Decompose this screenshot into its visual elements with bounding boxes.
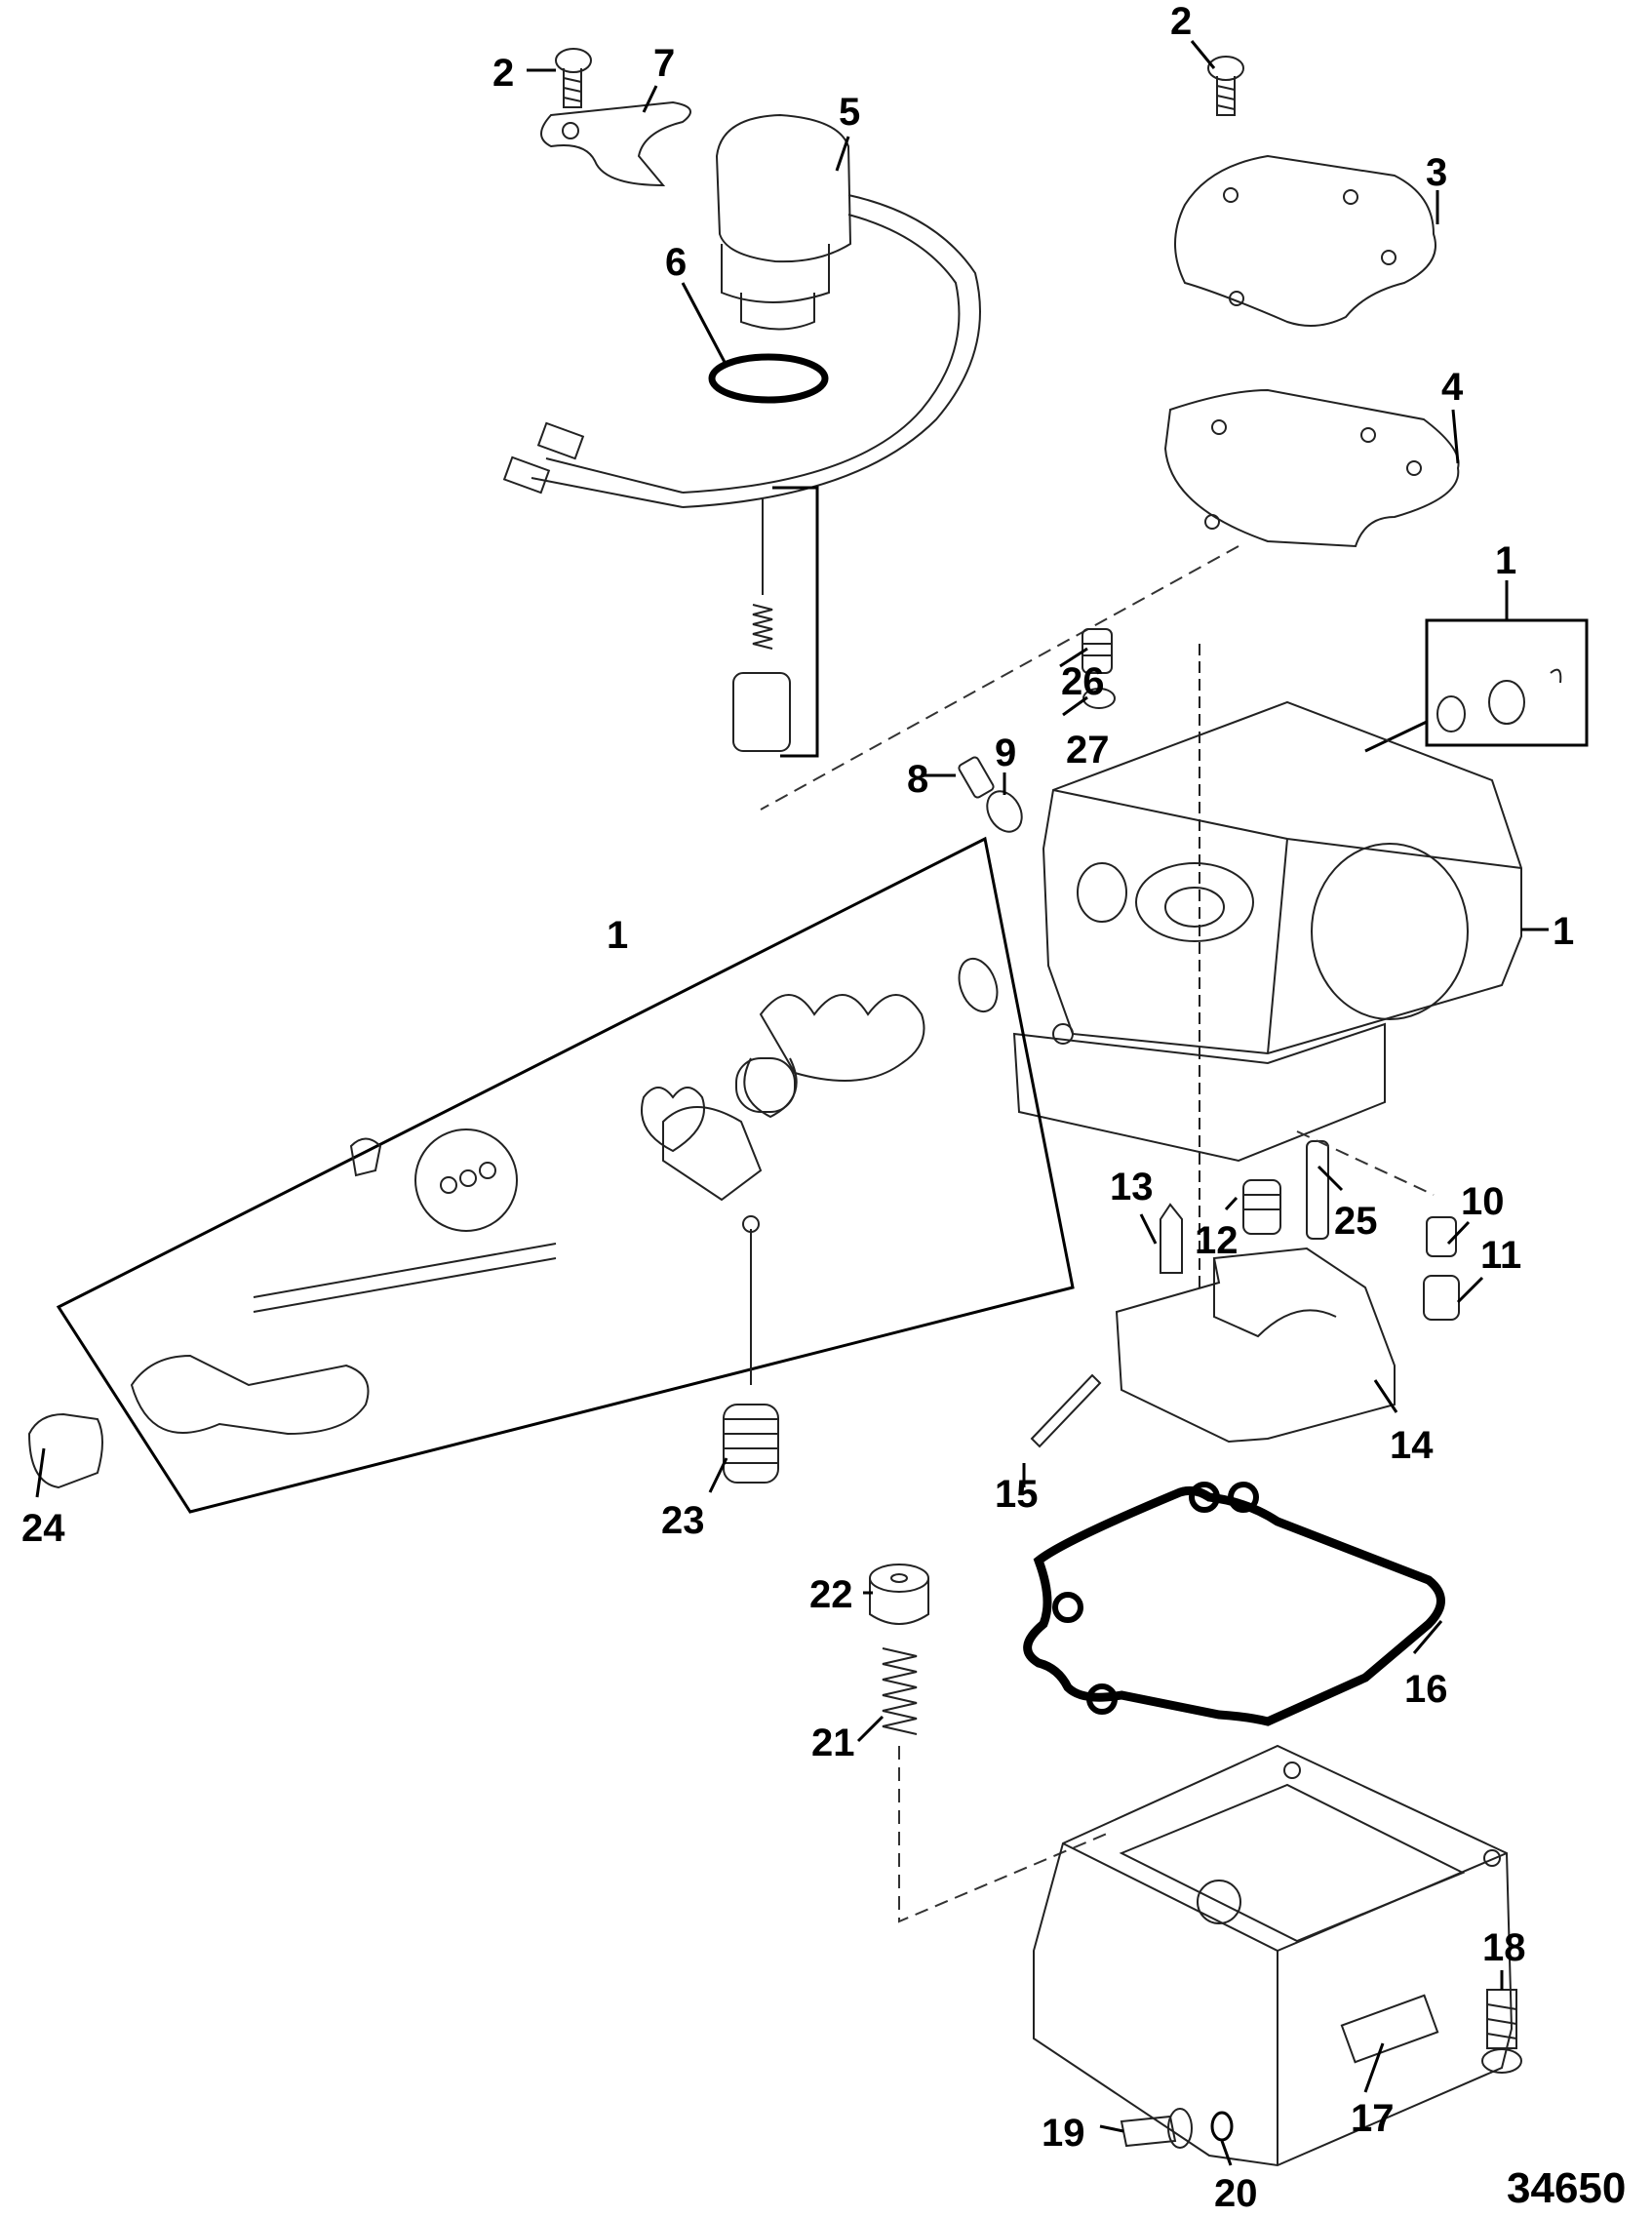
callout-1: 1 (607, 914, 628, 957)
screw-2-right (1207, 56, 1244, 116)
jet-12 (1242, 1179, 1281, 1235)
part-24-shape (27, 1412, 103, 1489)
callout-labels: 2 7 5 6 2 3 4 1 26 27 8 9 1 1 13 12 25 1… (21, 0, 1574, 2215)
float-bowl-17 (1033, 1744, 1514, 2167)
callout-8: 8 (907, 758, 928, 801)
spring-9 (986, 790, 1023, 833)
gasket-4 (1163, 388, 1460, 548)
callout-9: 9 (995, 732, 1016, 774)
callout-2: 2 (1170, 0, 1192, 43)
callout-18: 18 (1482, 1926, 1526, 1969)
part-23-shape (723, 1404, 779, 1484)
float-14 (1115, 1247, 1396, 1444)
callout-12: 12 (1195, 1219, 1239, 1262)
callout-19: 19 (1042, 2112, 1085, 2155)
callout-26: 26 (1061, 660, 1105, 703)
callout-11: 11 (1480, 1234, 1521, 1277)
figure-number: 34650 (1507, 2164, 1626, 2212)
callout-1: 1 (1495, 539, 1516, 582)
float-needle-13 (1160, 1203, 1183, 1274)
solenoid-5 (502, 113, 981, 508)
callout-4: 4 (1441, 366, 1464, 409)
gasket-16 (1023, 1482, 1445, 1726)
tube-25 (1306, 1140, 1329, 1240)
callout-13: 13 (1110, 1166, 1154, 1208)
cover-plate-3 (1174, 154, 1436, 327)
carburetor-body-1 (1012, 644, 1522, 1287)
callout-15: 15 (995, 1473, 1039, 1516)
retainer-plate-7 (540, 100, 691, 187)
callout-2: 2 (492, 52, 514, 95)
callout-21: 21 (811, 1722, 855, 1764)
callout-14: 14 (1390, 1424, 1434, 1467)
callout-25: 25 (1334, 1200, 1378, 1243)
washer-20 (1210, 2111, 1234, 2142)
o-ring-6 (708, 353, 829, 404)
kit-box-1-left (27, 836, 1075, 1514)
spring-21 (882, 1647, 918, 1735)
plug-11 (1423, 1275, 1460, 1321)
callout-3: 3 (1426, 151, 1447, 194)
o-ring-27 (1082, 688, 1116, 709)
leader-lines (35, 40, 1549, 2166)
callout-6: 6 (665, 241, 687, 284)
screw-18 (1481, 1989, 1522, 2074)
jet-8 (958, 756, 995, 799)
pin-15 (1030, 1373, 1102, 1448)
callout-20: 20 (1214, 2172, 1258, 2215)
jet-10 (1426, 1216, 1457, 1257)
callout-17: 17 (1351, 2097, 1395, 2140)
screw-19 (1120, 2108, 1193, 2149)
callout-7: 7 (653, 42, 675, 85)
needle-spring-group (732, 486, 819, 758)
callout-24: 24 (21, 1507, 65, 1550)
jet-22 (869, 1564, 929, 1625)
callout-5: 5 (839, 91, 860, 134)
kit-box-1-upper (1364, 618, 1589, 753)
callout-1: 1 (1553, 910, 1574, 953)
callout-16: 16 (1404, 1668, 1448, 1711)
callout-10: 10 (1461, 1180, 1505, 1223)
callout-23: 23 (661, 1499, 705, 1542)
callout-27: 27 (1066, 729, 1110, 772)
screw-2-left (555, 48, 592, 108)
callout-22: 22 (809, 1573, 853, 1616)
